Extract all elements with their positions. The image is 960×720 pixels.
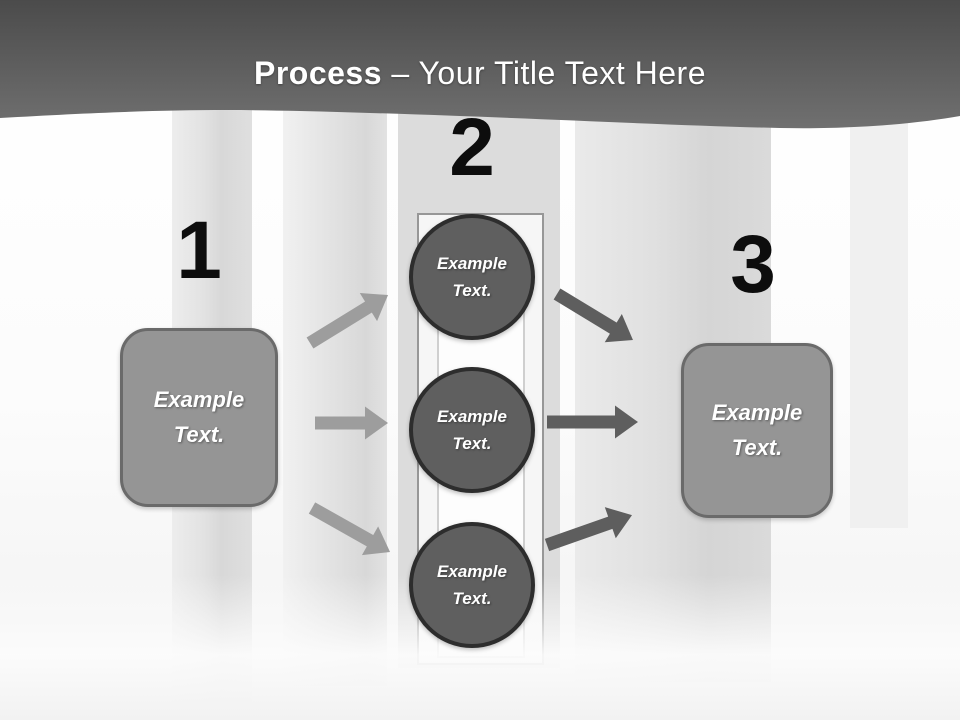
step3-box: Example Text. bbox=[681, 343, 833, 518]
arrow-circle1-to-step3 bbox=[553, 288, 633, 343]
step-number-2: 2 bbox=[449, 102, 495, 193]
title-rest-part: – Your Title Text Here bbox=[391, 55, 706, 91]
step-number-1: 1 bbox=[176, 205, 222, 296]
arrow-circle2-to-step3 bbox=[547, 405, 638, 439]
arrow-circle3-to-step3 bbox=[544, 507, 632, 552]
step2-circle-2: Example Text. bbox=[409, 367, 535, 493]
background-door-band-far-right bbox=[850, 108, 908, 528]
header-wave-shape bbox=[0, 0, 960, 129]
arrow-step1-to-circle3 bbox=[308, 502, 391, 556]
step-number-3: 3 bbox=[730, 219, 776, 310]
arrow-step1-to-circle2 bbox=[315, 406, 388, 440]
slide-title: Process – Your Title Text Here bbox=[0, 54, 960, 92]
header-banner bbox=[0, 0, 960, 129]
step2-circle-3: Example Text. bbox=[409, 522, 535, 648]
arrow-step1-to-circle1 bbox=[306, 293, 389, 349]
title-bold-part: Process bbox=[253, 55, 383, 91]
step2-circle-1: Example Text. bbox=[409, 214, 535, 340]
step1-box: Example Text. bbox=[120, 328, 278, 507]
